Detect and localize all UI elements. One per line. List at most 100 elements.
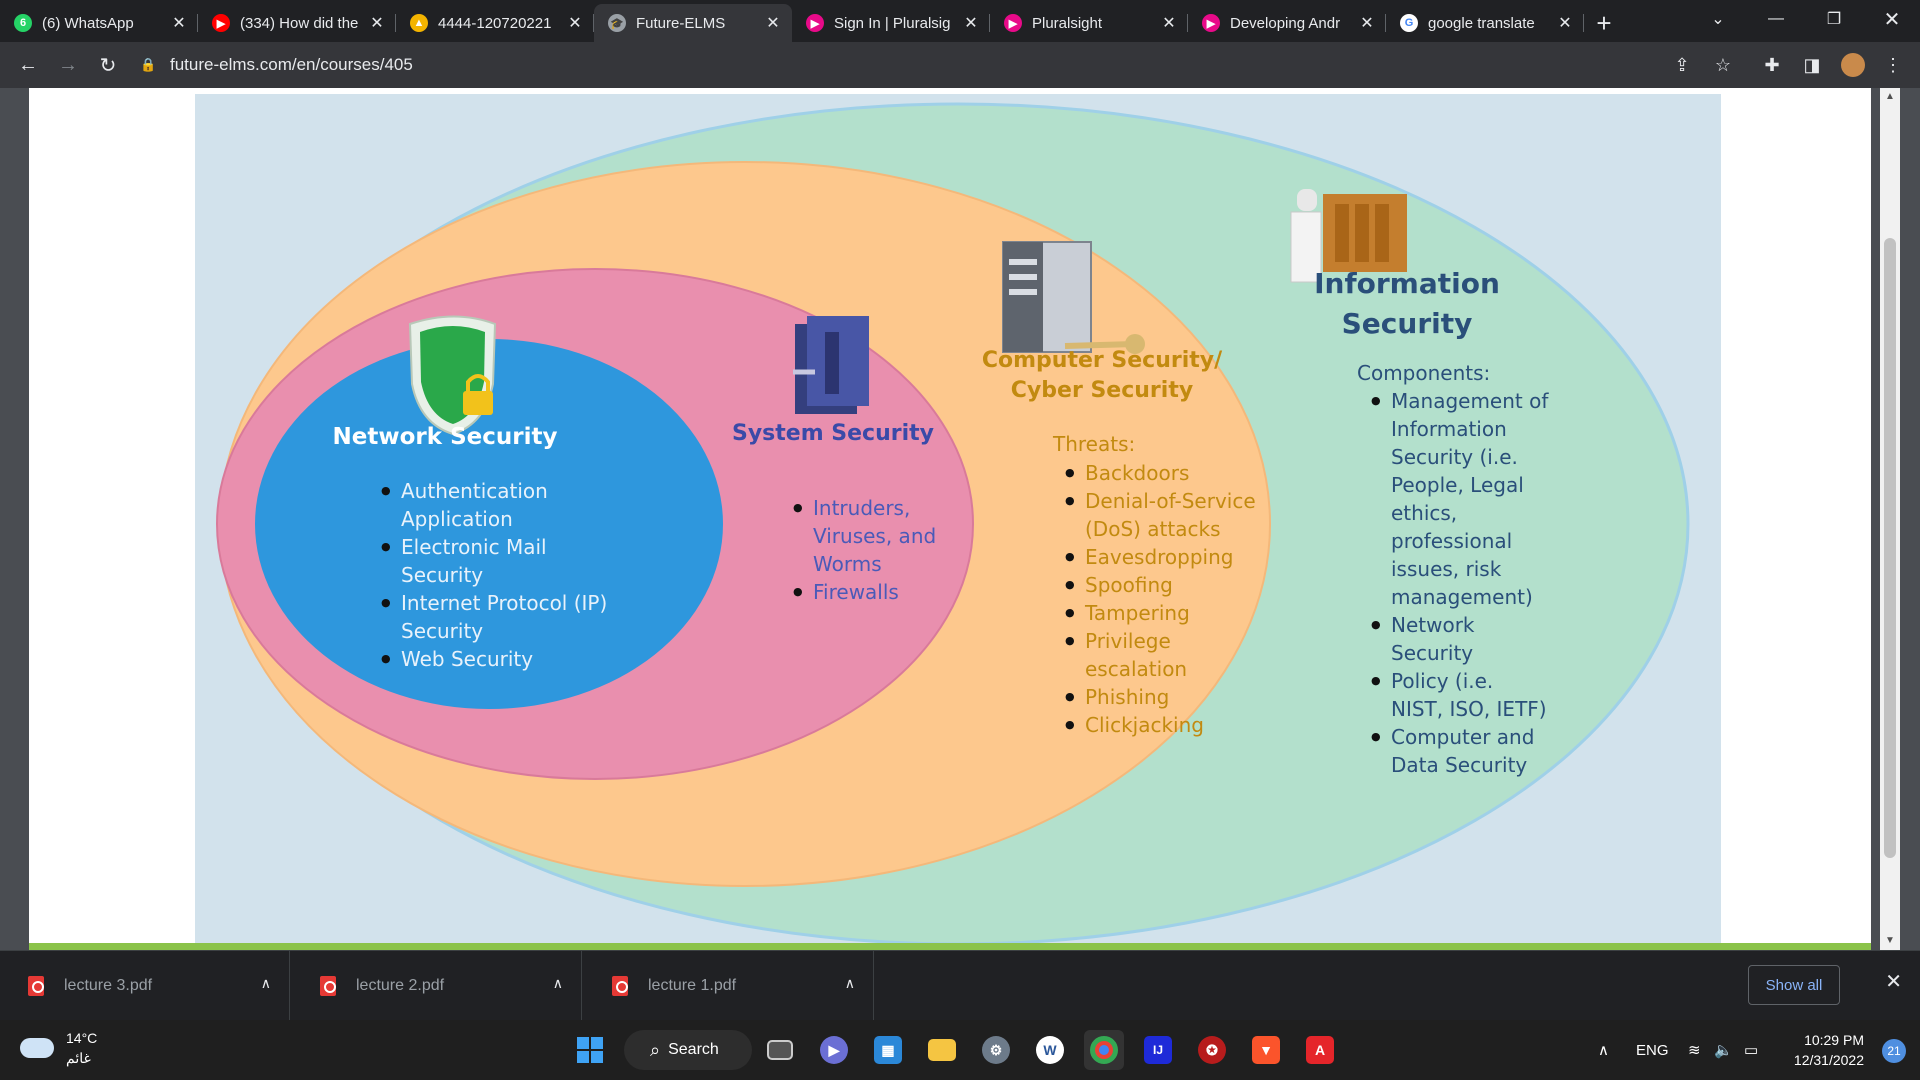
weather-widget[interactable]: 14°C غائم: [20, 1028, 97, 1068]
close-window-button[interactable]: ✕: [1883, 8, 1901, 31]
close-tab-icon[interactable]: ✕: [1162, 15, 1176, 32]
browser-tab[interactable]: ▶ Developing Andr ✕: [1188, 4, 1386, 42]
menu-kebab-icon[interactable]: ⋮: [1884, 54, 1902, 75]
volume-icon[interactable]: 🔈: [1714, 1042, 1733, 1059]
system-clock[interactable]: 10:29 PM 12/31/2022: [1794, 1030, 1864, 1070]
new-tab-button[interactable]: +: [1596, 7, 1612, 38]
show-all-downloads-button[interactable]: Show all: [1748, 965, 1840, 1005]
download-item[interactable]: lecture 2.pdf∧: [292, 951, 582, 1021]
browser-tab[interactable]: ▶Sign In | Pluralsig✕: [792, 4, 990, 42]
forward-button[interactable]: →: [58, 53, 78, 76]
weather-description: غائم: [66, 1050, 91, 1066]
store-icon[interactable]: ▦: [868, 1030, 908, 1070]
teams-chat-icon[interactable]: ▶: [814, 1030, 854, 1070]
information-security-title: Information Security: [1307, 264, 1507, 344]
list-item: Backdoors: [1065, 459, 1265, 487]
side-panel-icon[interactable]: ◨: [1803, 54, 1821, 75]
list-item: Spoofing: [1065, 571, 1265, 599]
pdf-file-icon: [28, 976, 44, 996]
tray-overflow-chevron-icon[interactable]: ∧: [1598, 1042, 1609, 1059]
notification-badge[interactable]: 21: [1882, 1039, 1906, 1063]
cloud-icon: [20, 1038, 54, 1058]
page-scrollbar[interactable]: ▲ ▼: [1880, 88, 1900, 950]
close-tab-icon[interactable]: ✕: [568, 15, 582, 32]
browser-tab[interactable]: 6(6) WhatsApp✕: [0, 4, 198, 42]
bookmark-star-icon[interactable]: ☆: [1714, 54, 1732, 75]
close-tab-icon[interactable]: ✕: [1558, 15, 1572, 32]
word-app-icon[interactable]: W: [1030, 1030, 1070, 1070]
file-explorer-icon[interactable]: [922, 1030, 962, 1070]
chevron-up-icon[interactable]: ∧: [260, 975, 271, 991]
chrome-icon[interactable]: [1084, 1030, 1124, 1070]
browser-tab[interactable]: ▲4444-120720221✕: [396, 4, 594, 42]
address-bar[interactable]: 🔒 future-elms.com/en/courses/405: [140, 49, 1685, 81]
list-item: Authentication Application: [381, 477, 621, 533]
list-item: Computer and Data Security: [1371, 723, 1551, 779]
scroll-down-arrow[interactable]: ▼: [1885, 935, 1895, 946]
start-button[interactable]: [570, 1030, 610, 1070]
google-icon: G: [1400, 14, 1418, 32]
tab-title: (6) WhatsApp: [42, 14, 134, 32]
close-tab-icon[interactable]: ✕: [766, 15, 780, 32]
information-security-title-line1: Information: [1314, 267, 1500, 300]
close-downloads-bar-icon[interactable]: ✕: [1885, 971, 1902, 993]
chevron-up-icon[interactable]: ∧: [552, 975, 563, 991]
settings-gear-icon[interactable]: ⚙: [976, 1030, 1016, 1070]
list-item: Clickjacking: [1065, 711, 1265, 739]
minimize-button[interactable]: —: [1768, 10, 1784, 27]
list-item: Tampering: [1065, 599, 1265, 627]
list-item: Internet Protocol (IP) Security: [381, 589, 621, 645]
browser-tab[interactable]: 🎓Future-ELMS✕: [594, 4, 792, 42]
close-tab-icon[interactable]: ✕: [172, 15, 186, 32]
browser-tab[interactable]: ▶Pluralsight✕: [990, 4, 1188, 42]
tab-strip: 6(6) WhatsApp✕▶(334) How did the✕▲4444-1…: [0, 0, 1920, 42]
download-item[interactable]: lecture 3.pdf ∧: [0, 951, 290, 1021]
wifi-icon[interactable]: ≋: [1688, 1042, 1701, 1059]
reload-button[interactable]: ↻: [99, 54, 117, 77]
pluralsight-icon: ▶: [1004, 14, 1022, 32]
input-language[interactable]: ENG: [1636, 1041, 1669, 1059]
restore-button[interactable]: ❐: [1826, 11, 1842, 28]
close-tab-icon[interactable]: ✕: [964, 15, 978, 32]
list-item: Web Security: [381, 645, 621, 673]
app-red-icon[interactable]: ✪: [1192, 1030, 1232, 1070]
network-security-list: Authentication ApplicationElectronic Mai…: [381, 477, 621, 673]
page-content: Network Security Authentication Applicat…: [29, 88, 1871, 950]
tab-search-icon[interactable]: ⌄: [1711, 11, 1725, 28]
tab-title: Developing Andr: [1230, 14, 1341, 32]
download-filename: lecture 3.pdf: [64, 977, 153, 994]
share-icon[interactable]: ⇪: [1674, 54, 1690, 75]
components-list: Management of Information Security (i.e.…: [1371, 387, 1551, 779]
computer-security-title: Computer Security/ Cyber Security: [967, 346, 1237, 406]
battery-icon[interactable]: ▭: [1744, 1042, 1759, 1059]
acrobat-reader-icon[interactable]: A: [1300, 1030, 1340, 1070]
close-tab-icon[interactable]: ✕: [370, 15, 384, 32]
chevron-up-icon[interactable]: ∧: [844, 975, 855, 991]
network-security-title: Network Security: [332, 424, 558, 450]
task-view-button[interactable]: [760, 1030, 800, 1070]
brave-browser-icon[interactable]: ▼: [1246, 1030, 1286, 1070]
scroll-up-arrow[interactable]: ▲: [1885, 91, 1895, 102]
pdf-file-icon: [612, 976, 628, 996]
clock-date: 12/31/2022: [1793, 1052, 1864, 1068]
download-filename: lecture 1.pdf: [648, 977, 737, 994]
browser-tab[interactable]: ▶(334) How did the✕: [198, 4, 396, 42]
list-item: Management of Information Security (i.e.…: [1371, 387, 1551, 611]
browser-toolbar: ← → ↻ 🔒 future-elms.com/en/courses/405 ⇪…: [0, 42, 1920, 88]
taskbar-search-label: Search: [668, 1041, 719, 1058]
google-drive-icon: ▲: [410, 14, 428, 32]
profile-avatar[interactable]: [1838, 50, 1868, 80]
components-label: Components:: [1357, 361, 1491, 385]
youtube-icon: ▶: [212, 14, 230, 32]
pluralsight-icon: ▶: [1202, 14, 1220, 32]
search-icon: ⌕: [650, 1039, 661, 1060]
back-button[interactable]: ←: [18, 53, 38, 76]
scrollbar-thumb[interactable]: [1884, 238, 1896, 858]
download-item[interactable]: lecture 1.pdf ∧: [584, 951, 874, 1021]
extensions-puzzle-icon[interactable]: ✚: [1764, 54, 1780, 75]
taskbar-search[interactable]: ⌕ Search: [624, 1030, 752, 1070]
intellij-icon[interactable]: IJ: [1138, 1030, 1178, 1070]
close-tab-icon[interactable]: ✕: [1360, 15, 1374, 32]
lock-icon: 🔒: [140, 57, 157, 72]
